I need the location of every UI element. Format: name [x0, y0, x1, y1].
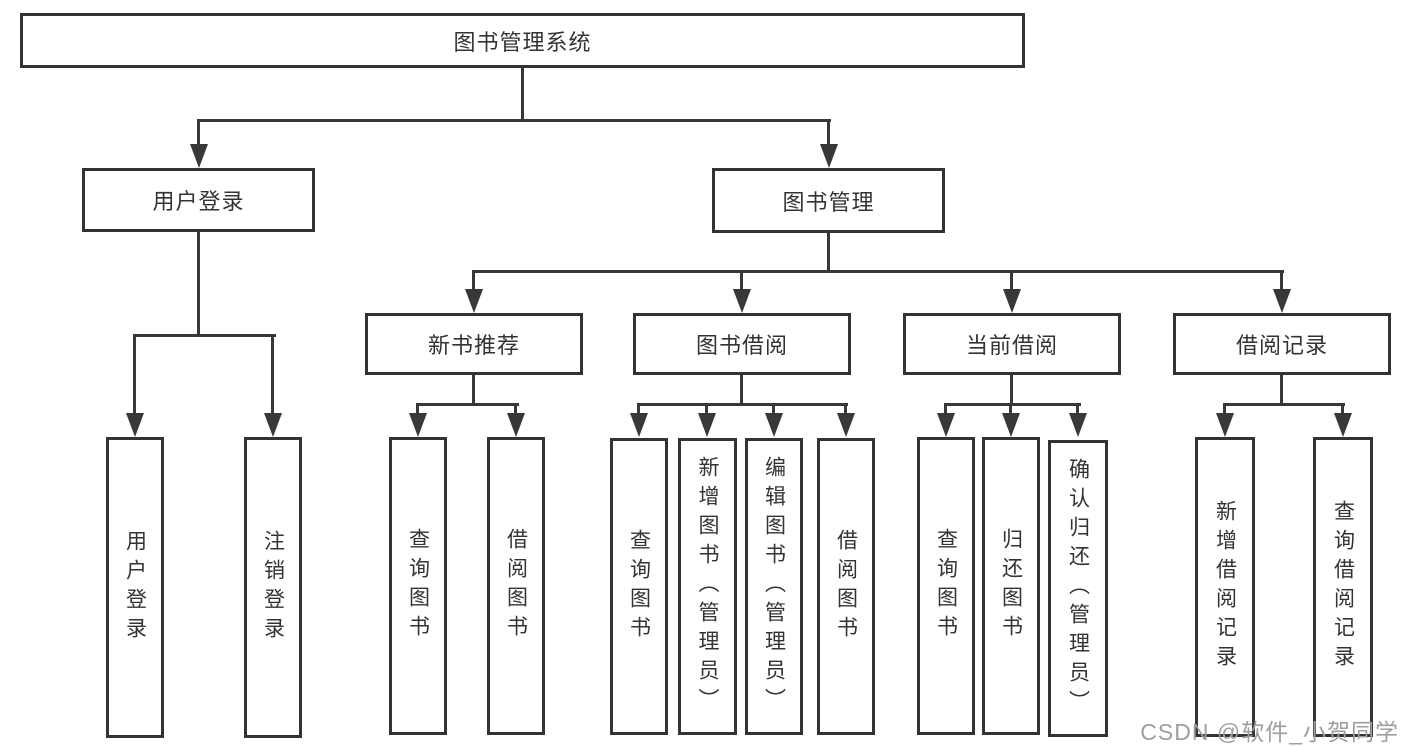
- connector-line: [1223, 403, 1226, 415]
- connector-line: [1010, 270, 1013, 291]
- arrow-down-icon: [465, 289, 483, 313]
- connector-line: [416, 403, 519, 406]
- arrow-down-icon: [409, 413, 427, 437]
- arrow-down-icon: [937, 413, 955, 437]
- arrow-down-icon: [765, 413, 783, 437]
- node-query-books-current: 查询图书: [917, 437, 975, 735]
- connector-line: [705, 403, 708, 415]
- node-return-books: 归还图书: [982, 437, 1040, 735]
- connector-line: [944, 403, 947, 415]
- arrow-down-icon: [630, 413, 648, 437]
- connector-line: [472, 270, 475, 291]
- node-confirm-return-admin: 确认归还（管理员）: [1048, 440, 1108, 737]
- connector-line: [521, 68, 524, 122]
- node-borrow-books-recommend: 借阅图书: [487, 437, 545, 735]
- connector-line: [472, 375, 475, 406]
- connector-line: [1280, 375, 1283, 406]
- connector-line: [133, 334, 276, 337]
- arrow-down-icon: [1273, 289, 1291, 313]
- node-book-borrowing: 图书借阅: [633, 313, 851, 375]
- connector-line: [133, 334, 136, 415]
- node-add-book-admin: 新增图书（管理员）: [678, 438, 737, 735]
- connector-line: [1341, 403, 1344, 415]
- connector-line: [827, 119, 830, 146]
- csdn-watermark: CSDN @软件_小贺同学: [1140, 719, 1399, 745]
- connector-line: [740, 270, 743, 291]
- arrow-down-icon: [698, 413, 716, 437]
- arrow-down-icon: [1334, 413, 1352, 437]
- connector-line: [197, 119, 200, 146]
- node-borrow-books: 借阅图书: [817, 438, 875, 735]
- connector-line: [1223, 403, 1345, 406]
- connector-line: [1076, 403, 1079, 415]
- node-edit-book-admin: 编辑图书（管理员）: [745, 438, 803, 735]
- node-logout-login: 注销登录: [244, 437, 302, 738]
- node-add-borrow-record: 新增借阅记录: [1195, 437, 1255, 737]
- arrow-down-icon: [190, 144, 208, 168]
- arrow-down-icon: [1003, 289, 1021, 313]
- connector-line: [271, 334, 274, 415]
- connector-line: [827, 233, 830, 272]
- arrow-down-icon: [126, 413, 144, 437]
- node-user-login: 用户登录: [82, 168, 315, 232]
- arrow-down-icon: [264, 413, 282, 437]
- connector-line: [197, 232, 200, 336]
- arrow-down-icon: [1069, 413, 1087, 437]
- connector-line: [740, 375, 743, 406]
- arrow-down-icon: [837, 413, 855, 437]
- arrow-down-icon: [733, 289, 751, 313]
- connector-line: [197, 119, 831, 122]
- node-query-books-recommend: 查询图书: [389, 437, 447, 735]
- node-new-book-recommendation: 新书推荐: [365, 313, 583, 375]
- node-query-books-borrowing: 查询图书: [610, 438, 668, 735]
- node-book-management: 图书管理: [712, 168, 945, 233]
- connector-line: [772, 403, 775, 415]
- node-current-borrowing: 当前借阅: [903, 313, 1121, 375]
- node-query-borrow-record: 查询借阅记录: [1313, 437, 1373, 737]
- connector-line: [637, 403, 640, 415]
- connector-line: [1009, 403, 1012, 415]
- connector-line: [472, 270, 1284, 273]
- connector-line: [844, 403, 847, 415]
- connector-line: [637, 403, 848, 406]
- node-library-management-system: 图书管理系统: [20, 13, 1025, 68]
- arrow-down-icon: [1216, 413, 1234, 437]
- node-borrowing-records: 借阅记录: [1173, 313, 1391, 375]
- arrow-down-icon: [1002, 413, 1020, 437]
- connector-line: [514, 403, 517, 415]
- connector-line: [1010, 375, 1013, 406]
- connector-line: [416, 403, 419, 415]
- arrow-down-icon: [507, 413, 525, 437]
- node-user-login-leaf: 用户登录: [106, 437, 164, 738]
- connector-line: [1280, 270, 1283, 291]
- connector-line: [944, 403, 1081, 406]
- arrow-down-icon: [820, 144, 838, 168]
